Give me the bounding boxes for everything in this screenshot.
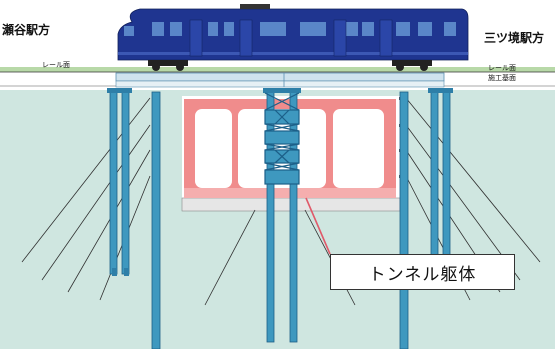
rail-level-label-right: レール面 [488, 64, 516, 72]
pile [121, 91, 130, 275]
bridge-deck [115, 72, 445, 88]
callout-leader [305, 197, 331, 255]
tunnel-cell-3 [333, 109, 384, 188]
tunnel-cell-1 [195, 109, 232, 188]
pile [442, 91, 451, 275]
support-tower [264, 92, 300, 185]
station-label-left: 瀬谷駅方 [2, 23, 51, 37]
callout-box: トンネル躯体 [330, 254, 515, 290]
pile [109, 91, 118, 275]
pile [151, 91, 161, 349]
surface-strip [0, 67, 555, 72]
rail-level-label-left: レール面 [42, 61, 70, 69]
tunnel-cell-2 [238, 109, 326, 188]
pile [399, 91, 409, 349]
construction-level-label: 施工基面 [488, 74, 516, 82]
train [117, 4, 469, 71]
pile [430, 91, 439, 275]
station-label-right: 三ツ境駅方 [484, 31, 545, 45]
